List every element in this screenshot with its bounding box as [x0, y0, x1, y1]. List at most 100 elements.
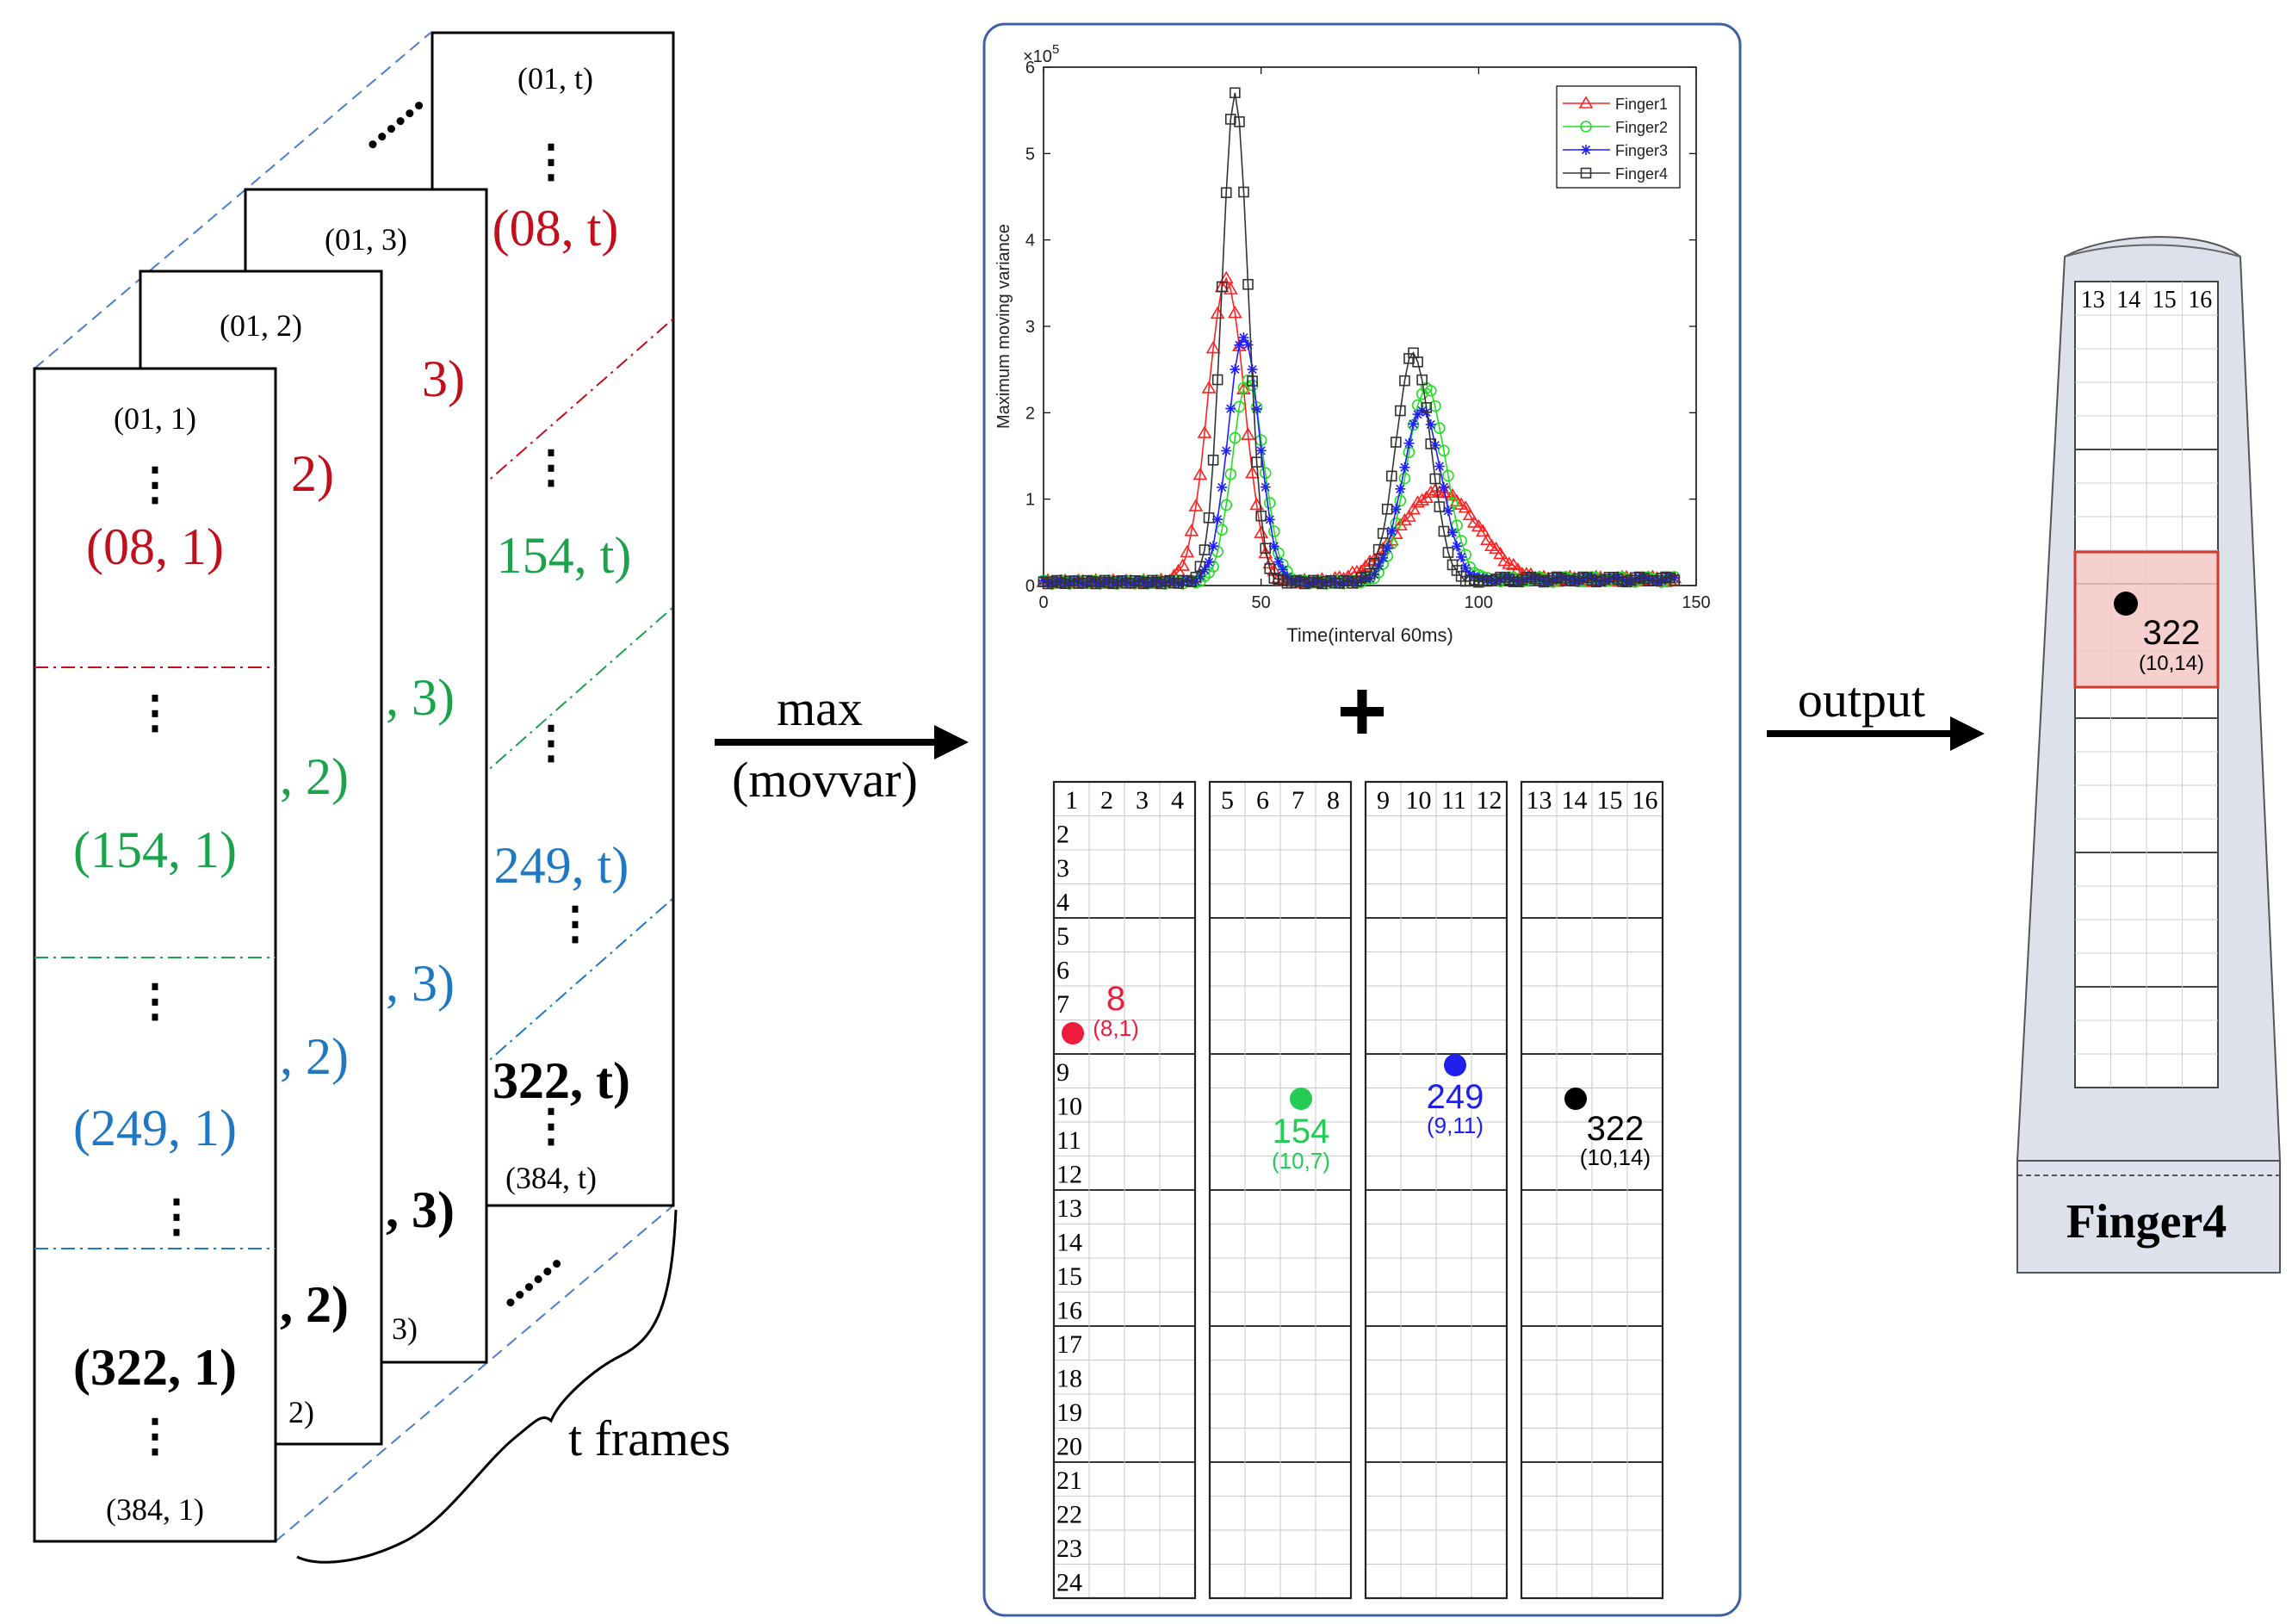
- series-point: [1480, 532, 1495, 546]
- series-point: [1398, 472, 1411, 485]
- arrow-max-label: max: [777, 680, 863, 736]
- series-point: [1255, 445, 1267, 456]
- chart-x-tick-label: 0: [1038, 593, 1048, 612]
- grid-row-label: 6: [1056, 957, 1069, 985]
- t-frames-brace: [296, 1209, 678, 1564]
- frame-stack: (01, t) ⋮ (08, t) ⋮ 154, t) ⋮ 249, t) ⋮ …: [33, 31, 730, 1564]
- grid-row-label: 2: [1056, 821, 1069, 849]
- grid-row-label: 4: [1056, 889, 1069, 917]
- chart-series: [1036, 87, 1682, 590]
- chart-y-tick-label: 4: [1025, 232, 1035, 251]
- finger-tip-top: [2064, 244, 2241, 257]
- series-point: [1217, 481, 1228, 493]
- series-point: [1233, 400, 1246, 412]
- grid-point-value: 154: [1273, 1113, 1330, 1150]
- frame-2-black-label: , 2): [280, 1276, 349, 1333]
- legend-item-finger2: Finger2: [1563, 119, 1668, 136]
- series-point: [1230, 363, 1241, 375]
- frame-1-bottom-label: (384, 1): [106, 1492, 204, 1527]
- series-point: [1260, 481, 1271, 493]
- frame-1-black-label: (322, 1): [73, 1339, 237, 1396]
- grid-row-label: 24: [1056, 1569, 1082, 1597]
- legend-marker: [1581, 145, 1591, 155]
- series-point: [1234, 339, 1245, 350]
- series-point: [1416, 374, 1428, 386]
- grid-point-249: 249(9,11): [1427, 1054, 1484, 1138]
- series-point: [1204, 556, 1215, 567]
- frame-2-blue-label: , 2): [280, 1028, 349, 1085]
- series-point: [1194, 561, 1206, 573]
- series-point: [1221, 445, 1232, 456]
- series-point: [1211, 374, 1223, 386]
- series-finger4: [1038, 87, 1681, 590]
- series-point: [1192, 467, 1208, 480]
- series-point: [1456, 551, 1467, 562]
- grid-col-header: 6: [1256, 786, 1269, 815]
- grid-point-dot: [1062, 1022, 1084, 1044]
- series-point: [1216, 281, 1228, 293]
- series-point: [1180, 544, 1195, 558]
- frame-1-dots: ⋮: [133, 689, 177, 738]
- chart-y-exponent: ×105: [1023, 42, 1059, 66]
- series-point: [1259, 467, 1272, 480]
- series-point: [1399, 375, 1410, 387]
- series-point: [1368, 558, 1380, 569]
- frame-3-black-label: , 3): [386, 1181, 455, 1238]
- grid-point-dot: [1564, 1088, 1587, 1110]
- series-point: [1442, 547, 1454, 558]
- series-point: [1263, 497, 1276, 509]
- grid-point-8: 8(8,1): [1062, 980, 1139, 1044]
- finger-col-header: 15: [2153, 287, 2177, 313]
- series-point: [1203, 511, 1215, 524]
- grid-point-coord: (10,7): [1272, 1148, 1330, 1174]
- series-point: [1447, 527, 1459, 538]
- grid-point-322: 322(10,14): [1564, 1088, 1651, 1170]
- legend-item-finger4: Finger4: [1563, 165, 1668, 183]
- series-point: [1438, 444, 1450, 457]
- frame-t-dots: ⋮: [529, 719, 573, 768]
- legend-item-finger3: Finger3: [1563, 142, 1668, 159]
- grid-point-value: 8: [1106, 980, 1125, 1018]
- series-point: [1223, 282, 1238, 294]
- series-point: [1251, 456, 1262, 468]
- series-point: [1471, 518, 1486, 532]
- grid-col-header: 12: [1477, 786, 1502, 815]
- chart-x-tick-label: 50: [1252, 593, 1271, 612]
- series-point: [1273, 556, 1284, 567]
- legend-label: Finger3: [1615, 142, 1668, 159]
- series-point: [1199, 544, 1211, 555]
- series-point: [1434, 461, 1445, 472]
- frame-1-red-label: (08, 1): [86, 518, 224, 575]
- chart-y-tick-label: 0: [1025, 577, 1035, 596]
- series-point: [1421, 402, 1432, 413]
- chart-x-tick-label: 150: [1682, 593, 1710, 612]
- series-point: [1429, 400, 1441, 412]
- grid-point-coord: (8,1): [1093, 1015, 1138, 1041]
- series-point: [1197, 425, 1212, 438]
- series-point: [1385, 470, 1397, 482]
- chart-y-tick-label: 5: [1025, 145, 1035, 164]
- series-point: [1268, 525, 1280, 537]
- series-point: [1385, 537, 1398, 550]
- series-point: [1238, 332, 1249, 344]
- series-point: [1390, 517, 1403, 530]
- series-point: [1425, 438, 1437, 449]
- frame-3-top-label: (01, 3): [325, 222, 407, 257]
- frame-1-blue-label: (249, 1): [73, 1100, 237, 1156]
- series-point: [1190, 572, 1202, 583]
- chart-y-tick-label: 2: [1025, 404, 1035, 423]
- grid-point-coord: (9,11): [1427, 1113, 1484, 1138]
- finger-highlight: 322(10,14): [2073, 550, 2220, 689]
- grid-row-label: 16: [1056, 1297, 1082, 1325]
- series-point: [1425, 418, 1436, 430]
- grid-row-label: 12: [1056, 1161, 1082, 1189]
- frame-t-dots: ⋮: [553, 900, 598, 949]
- grid-col-header: 11: [1441, 786, 1466, 815]
- frame-t-blue-label: 249, t): [494, 837, 629, 894]
- series-point: [1188, 499, 1204, 511]
- series-point: [1406, 502, 1421, 515]
- series-point: [1245, 465, 1260, 479]
- series-point: [1391, 437, 1402, 448]
